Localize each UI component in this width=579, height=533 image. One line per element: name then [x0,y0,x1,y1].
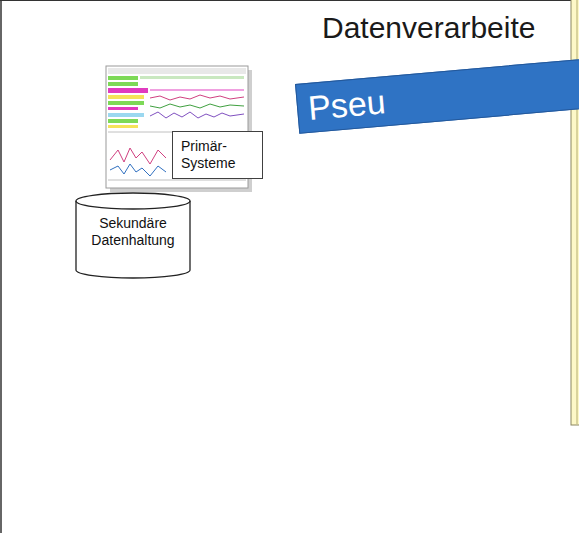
screenshot-bar [108,95,144,99]
frame-line [0,0,579,1]
node-label: Sekundäre Datenhaltung [81,215,185,249]
screenshot-trace [150,95,244,100]
screenshot-bar [140,76,244,79]
screenshot-bar [108,101,144,105]
screenshot-bar [108,76,138,80]
node-label: Primär- Systeme [181,138,254,172]
screenshot-bar [108,119,138,123]
screenshot-bar [108,82,138,86]
process-banner: Pseu [295,55,579,134]
cylinder-rim [76,201,190,209]
screenshot-toolbar [108,68,246,74]
frame-line [0,0,2,533]
screenshot-trace [110,148,166,164]
screenshot-trace [150,104,244,108]
node-label: Pseu [306,61,579,128]
database-cylinder: Sekundäre Datenhaltung [75,193,191,279]
screenshot-bar [108,113,144,117]
screenshot-bar [108,107,138,110]
slide-title: Datenverarbeite [322,10,535,46]
system-box: Primär- Systeme [172,131,263,179]
screenshot-bar [108,125,138,128]
screenshot-trace [110,164,166,176]
cylinder-body [76,193,190,278]
screenshot-trace [150,112,244,118]
screenshot-rule [108,180,246,181]
screenshot-bar [150,89,244,91]
screenshot-bar [108,88,148,93]
